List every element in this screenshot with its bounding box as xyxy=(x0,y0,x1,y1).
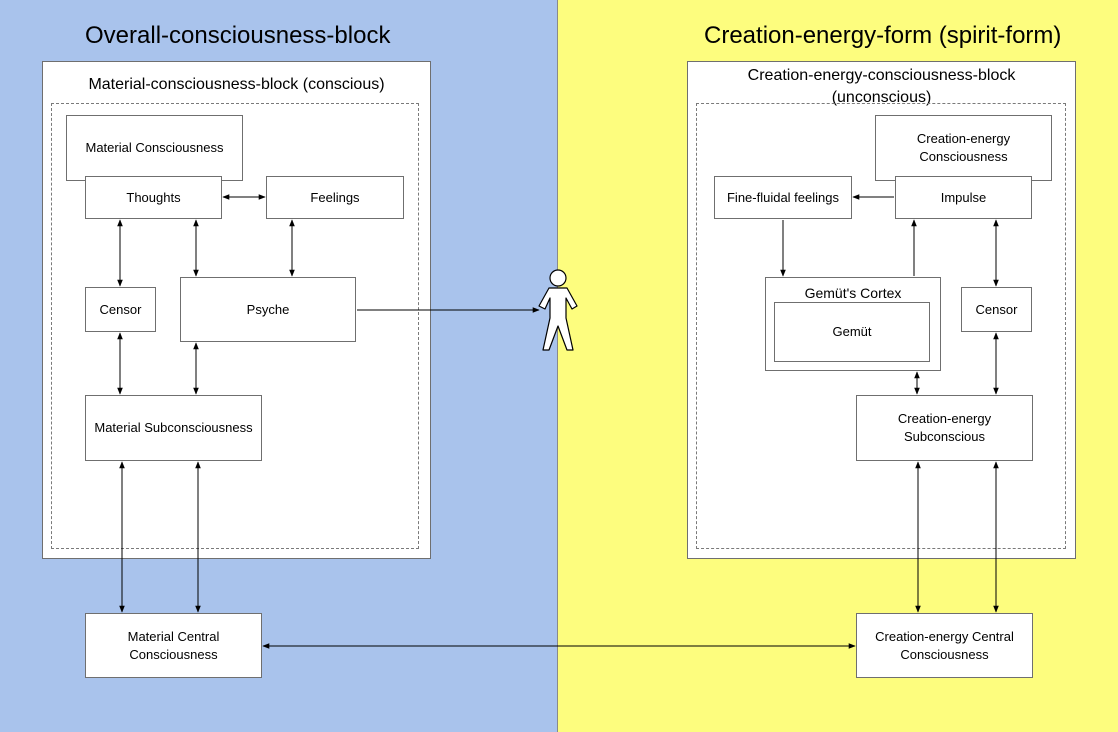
creation-energy-central-consciousness-label: Creation-energy Central Consciousness xyxy=(875,628,1014,662)
left-dashed-region xyxy=(51,103,419,549)
gemut-node: Gemüt xyxy=(774,302,930,362)
material-central-consciousness-node: Material Central Consciousness xyxy=(85,613,262,678)
creation-energy-consciousness-block-label: Creation-energy-consciousness-block (unc… xyxy=(747,67,1016,106)
creation-energy-consciousness-node: Creation-energy Consciousness xyxy=(875,115,1052,181)
panel-divider xyxy=(557,0,558,732)
right-panel-title: Creation-energy-form (spirit-form) xyxy=(704,22,1062,49)
feelings-node: Feelings xyxy=(266,176,404,219)
material-consciousness-label: Material Consciousness xyxy=(85,140,224,155)
psyche-label: Psyche xyxy=(246,301,290,317)
feelings-label: Feelings xyxy=(310,189,360,205)
right-censor-node: Censor xyxy=(961,287,1032,332)
left-panel-title: Overall-consciousness-block xyxy=(85,22,391,49)
creation-energy-subconscious-node: Creation-energy Subconscious xyxy=(856,395,1033,461)
material-subconsciousness-node: Material Subconsciousness xyxy=(85,395,262,461)
material-central-consciousness-label: Material Central Consciousness xyxy=(127,628,220,662)
material-subconsciousness-label: Material Subconsciousness xyxy=(94,420,253,435)
left-censor-label: Censor xyxy=(99,301,142,317)
person-icon xyxy=(538,269,578,351)
left-censor-node: Censor xyxy=(85,287,156,332)
gemut-label: Gemüt xyxy=(832,324,872,339)
thoughts-label: Thoughts xyxy=(126,189,181,205)
impulse-node: Impulse xyxy=(895,176,1032,219)
creation-energy-central-consciousness-node: Creation-energy Central Consciousness xyxy=(856,613,1033,678)
creation-energy-subconscious-label: Creation-energy Subconscious xyxy=(897,411,992,444)
psyche-node: Psyche xyxy=(180,277,356,342)
material-consciousness-node: Material Consciousness xyxy=(66,115,243,181)
fine-fluidal-feelings-label: Fine-fluidal feelings xyxy=(726,189,839,205)
gemuts-cortex-label: Gemüt's Cortex xyxy=(804,285,902,301)
right-censor-label: Censor xyxy=(975,301,1018,317)
impulse-label: Impulse xyxy=(940,189,987,205)
material-consciousness-block-label: Material-consciousness-block (conscious) xyxy=(88,76,385,93)
creation-energy-consciousness-label: Creation-energy Consciousness xyxy=(916,131,1011,164)
thoughts-node: Thoughts xyxy=(85,176,222,219)
right-dashed-region xyxy=(696,103,1066,549)
fine-fluidal-feelings-node: Fine-fluidal feelings xyxy=(714,176,852,219)
